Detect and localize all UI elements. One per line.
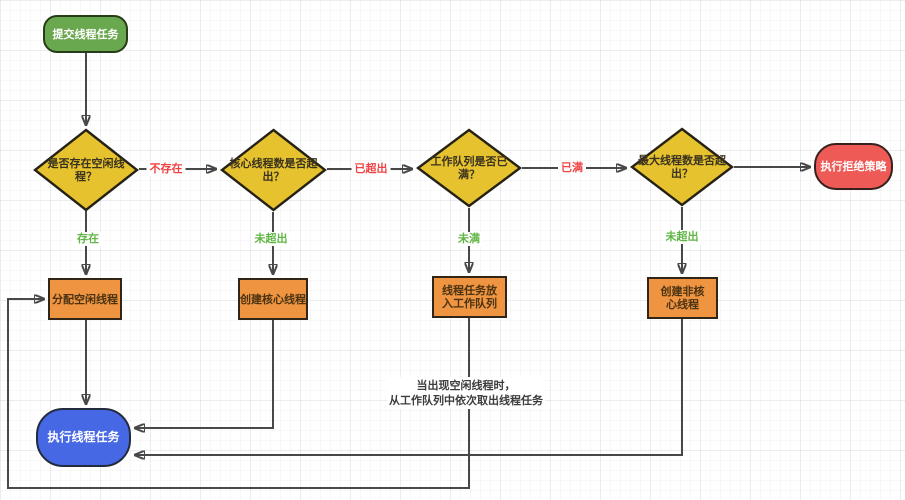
edge-label-queue-full: 已满 [558, 161, 586, 175]
diamond-shape [630, 127, 734, 207]
node-decision-core-count: 核心线程数是否超出？ [220, 128, 327, 212]
diamond-shape [33, 128, 139, 212]
node-start: 提交线程任务 [43, 15, 128, 53]
diamond-shape [220, 128, 327, 212]
node-reject-policy: 执行拒绝策略 [814, 143, 893, 190]
node-create-core-thread: 创建核心线程 [238, 278, 308, 320]
annotation-line-1: 当出现空闲线程时， [416, 379, 516, 392]
node-decision-idle-thread: 是否存在空闲线程？ [33, 128, 139, 212]
node-create-noncore-thread-label: 创建非核心线程 [660, 285, 705, 311]
node-enqueue-task-label: 线程任务放入工作队列 [442, 284, 497, 310]
annotation-idle-thread-note: 当出现空闲线程时， 从工作队列中依次取出线程任务 [387, 377, 545, 409]
node-enqueue-task: 线程任务放入工作队列 [432, 276, 507, 318]
node-decision-core-count-label: 核心线程数是否超出？ [229, 157, 318, 183]
node-decision-idle-thread-label: 是否存在空闲线程？ [47, 157, 125, 183]
node-create-noncore-thread: 创建非核心线程 [647, 277, 718, 319]
edge-label-idle-thread: 存在 [74, 232, 102, 246]
node-execute-task: 执行线程任务 [36, 408, 131, 467]
node-execute-task-label: 执行线程任务 [47, 430, 120, 444]
edge-p4-to-execute [135, 319, 683, 455]
edge-label-no-idle-thread: 不存在 [146, 162, 186, 176]
edge-label-max-not-exceeded: 未超出 [662, 230, 702, 244]
diamond-shape [416, 128, 522, 208]
node-start-label: 提交线程任务 [52, 27, 119, 41]
node-assign-idle-thread: 分配空闲线程 [48, 278, 122, 320]
node-decision-queue-full: 工作队列是否已满？ [416, 128, 522, 208]
node-assign-idle-thread-label: 分配空闲线程 [52, 292, 118, 306]
edge-label-core-exceeded: 已超出 [351, 162, 391, 176]
node-reject-policy-label: 执行拒绝策略 [820, 160, 887, 173]
edge-p2-to-execute [135, 320, 274, 428]
node-create-core-thread-label: 创建核心线程 [240, 292, 306, 306]
edge-label-queue-not-full: 未满 [455, 232, 483, 246]
edge-p3-loop-to-p1 [7, 299, 470, 489]
node-decision-max-count-label: 最大线程数是否超出？ [638, 154, 726, 180]
annotation-line-2: 从工作队列中依次取出线程任务 [389, 394, 543, 407]
node-decision-queue-full-label: 工作队列是否已满？ [430, 155, 508, 181]
node-decision-max-count: 最大线程数是否超出？ [630, 127, 734, 207]
edge-label-core-not-exceeded: 未超出 [251, 232, 291, 246]
